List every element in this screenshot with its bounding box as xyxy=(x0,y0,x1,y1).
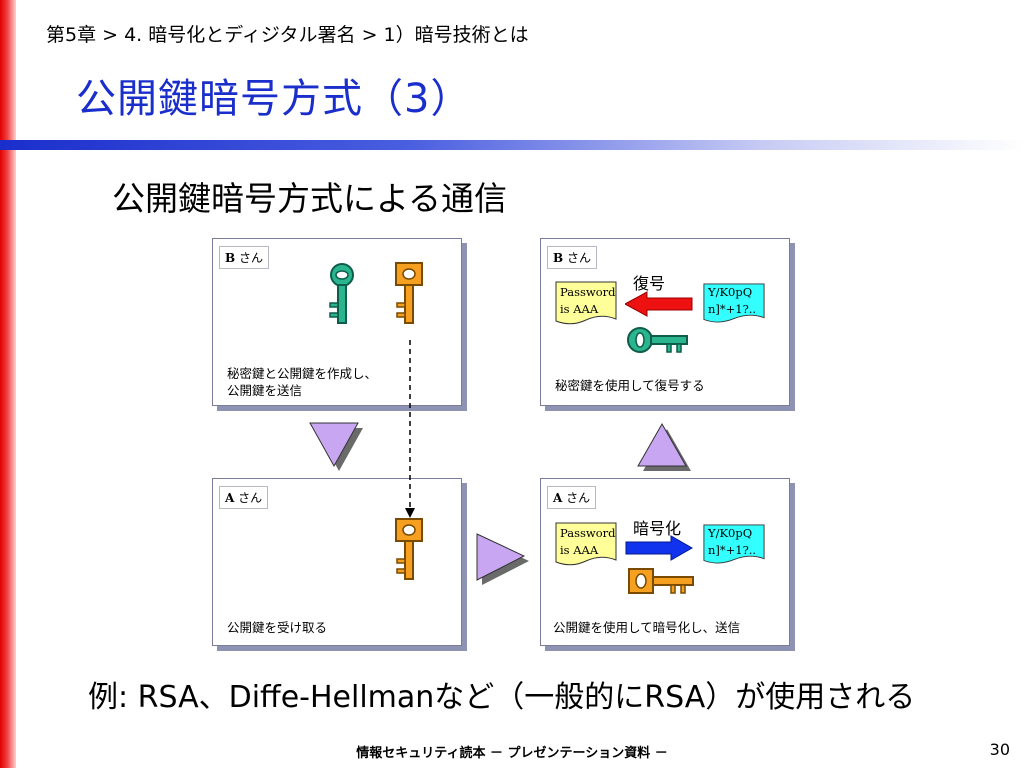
key-transfer-dashed-arrow xyxy=(405,340,415,518)
breadcrumb: 第5章 > 4. 暗号化とディジタル署名 > 1）暗号技術とは xyxy=(46,24,529,46)
decrypt-arrow-icon xyxy=(625,291,693,317)
key-teal-icon xyxy=(329,263,354,324)
key-orange-icon xyxy=(395,262,423,324)
encrypt-label: 暗号化 xyxy=(633,519,682,538)
slide-subtitle: 公開鍵暗号方式による通信 xyxy=(112,179,508,218)
triangle-up-icon xyxy=(637,422,691,471)
person-tag-a: A さん xyxy=(219,486,269,509)
page-title: 公開鍵暗号方式（3） xyxy=(76,76,472,122)
panel-caption: 秘密鍵と公開鍵を作成し、 公開鍵を送信 xyxy=(227,366,378,398)
person-tag-a: A さん xyxy=(547,486,597,509)
key-orange-icon xyxy=(395,518,423,580)
triangle-right-icon xyxy=(476,533,529,585)
panel-caption: 公開鍵を受け取る xyxy=(227,620,328,635)
triangle-down-icon xyxy=(309,422,363,471)
footer-text: 情報セキュリティ読本 － プレゼンテーション資料 － xyxy=(356,746,668,761)
decrypt-label: 復号 xyxy=(633,274,666,293)
title-divider xyxy=(0,140,1024,150)
ciphertext-document-icon xyxy=(703,283,765,323)
key-orange-icon xyxy=(628,568,694,594)
plaintext-document-icon xyxy=(555,281,617,325)
left-accent-bar xyxy=(0,0,16,768)
page-number: 30 xyxy=(989,740,1010,759)
person-tag-b: B さん xyxy=(547,246,597,269)
person-tag-b: B さん xyxy=(219,246,269,269)
panel-caption: 公開鍵を使用して暗号化し、送信 xyxy=(553,620,741,635)
plaintext-document-icon xyxy=(555,522,617,566)
encrypt-arrow-icon xyxy=(625,535,693,561)
panel-caption: 秘密鍵を使用して復号する xyxy=(555,378,705,393)
key-teal-icon xyxy=(627,327,688,353)
example-note: 例: RSA、Diffe-Hellmanなど（一般的にRSA）が使用される xyxy=(88,680,916,715)
panel-b-create-keys: B さん 秘密鍵と公開鍵を作成し、 公開鍵を送信 xyxy=(212,238,462,406)
panel-a-receive-key: A さん 公開鍵を受け取る xyxy=(212,478,462,646)
ciphertext-document-icon xyxy=(703,524,765,564)
